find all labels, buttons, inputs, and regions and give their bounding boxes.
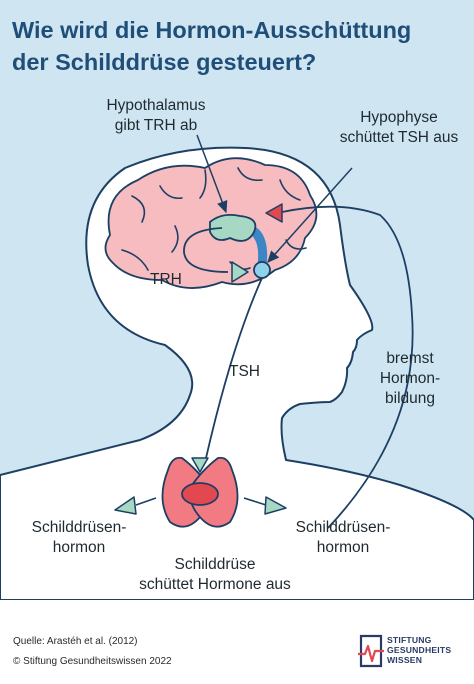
hypothalamus-label: Hypothalamus gibt TRH ab [106,97,206,134]
hormone-right-label: Schilddrüsen- hormon [295,519,391,556]
footer: Quelle: Arastéh et al. (2012) © Stiftung… [0,600,474,684]
feedback-arrowhead [265,203,283,223]
thyroid-regulation-diagram [0,134,474,600]
copyright-text: © Stiftung Gesundheitswissen 2022 [13,656,172,667]
trh-arrowhead [231,261,249,283]
hypothalamus [209,213,257,242]
hypophyse-label: Hypophyse schüttet TSH aus [339,109,459,146]
hormone-right-arrowhead [264,496,287,515]
thyroid-gland [161,456,239,528]
logo-text: STIFTUNG GESUNDHEITS WISSEN [387,635,452,665]
hypophyse-pointer [267,167,353,264]
tsh-label: TSH [229,363,260,380]
hormone-left-line [135,497,157,506]
foundation-logo: STIFTUNG GESUNDHEITS WISSEN [358,632,468,670]
tsh-signal-path [205,277,263,459]
trh-signal-path [183,227,229,273]
heartbeat-logo-icon [358,634,384,668]
tsh-arrowhead [191,457,209,473]
hypophyse [253,261,271,279]
title-line-1: Wie wird die Hormon-Ausschüttung [12,17,412,43]
hormone-right-line [243,497,267,506]
hormone-left-arrowhead [114,496,137,515]
page-title: Wie wird die Hormon-Ausschüttung der Sch… [12,14,452,78]
source-text: Quelle: Arastéh et al. (2012) [13,636,138,647]
trh-label: TRH [150,271,182,288]
hormone-left-label: Schilddrüsen- hormon [31,519,127,556]
brain-folds [121,167,307,271]
feedback-signal-path [281,205,414,529]
hypothalamus-pointer [196,134,228,214]
thyroid-label: Schilddrüse schüttet Hormone aus [139,556,291,593]
feedback-label: bremst Hormon- bildung [379,350,441,407]
title-line-2: der Schilddrüse gesteuert? [12,49,317,75]
